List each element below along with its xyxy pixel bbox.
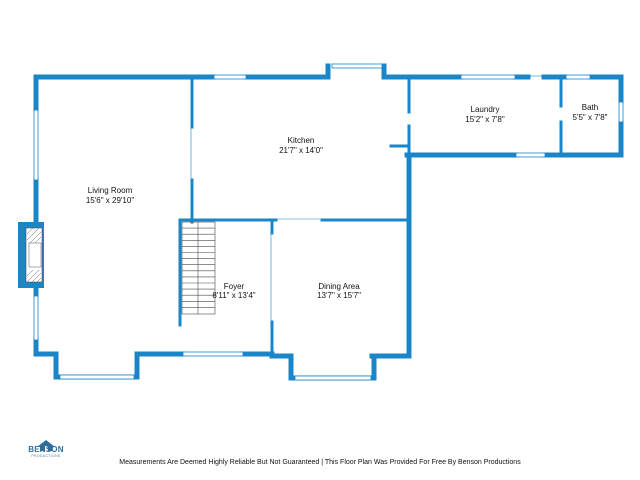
room-dimensions: 13'7" x 15'7" xyxy=(317,291,361,300)
window-kitchen-bump xyxy=(331,63,383,69)
window-foyer-door xyxy=(182,351,244,357)
fireplace-icon xyxy=(18,222,44,288)
room-name: Laundry xyxy=(471,105,500,114)
window-living-bay xyxy=(59,374,135,380)
windows xyxy=(33,63,624,381)
stairs-outline xyxy=(181,221,216,315)
room-laundry: Laundry 15'2" x 7'8" xyxy=(465,105,505,124)
openings xyxy=(190,75,544,322)
room-foyer: Foyer 8'11" x 13'4" xyxy=(212,282,255,300)
logo-name: BENSON xyxy=(28,445,64,454)
room-name: Foyer xyxy=(224,282,245,291)
walls xyxy=(33,63,624,381)
room-dimensions: 15'6" x 29'10" xyxy=(86,196,134,205)
fireplace-firebox xyxy=(28,242,42,268)
window-bath-right xyxy=(618,101,624,123)
benson-logo: BENSON PRODUCTIONS xyxy=(22,430,70,458)
window-laundry-bottom xyxy=(515,152,546,158)
window-living-left-top xyxy=(33,109,39,181)
footer-disclaimer: Measurements Are Deemed Highly Reliable … xyxy=(119,459,521,466)
room-dimensions: 15'2" x 7'8" xyxy=(465,115,505,124)
window-dining-bay xyxy=(294,375,372,381)
house-icon xyxy=(37,440,55,451)
window-bath-top xyxy=(565,74,591,80)
room-name: Bath xyxy=(582,103,598,112)
room-name: Living Room xyxy=(88,186,133,195)
room-name: Dining Area xyxy=(318,282,360,291)
room-dining: Dining Area 13'7" x 15'7" xyxy=(317,282,361,300)
room-dimensions: 5'5" x 7'8" xyxy=(573,113,608,122)
window-living-left-bottom xyxy=(33,295,39,341)
logo-subtitle: PRODUCTIONS xyxy=(31,454,61,458)
room-bath: Bath 5'5" x 7'8" xyxy=(573,103,608,122)
room-living: Living Room 15'6" x 29'10" xyxy=(86,186,134,205)
fireplace-hatch xyxy=(26,227,42,283)
room-name: Kitchen xyxy=(288,136,315,145)
window-kitchen-top xyxy=(213,74,247,80)
stairs-icon xyxy=(181,221,216,315)
room-kitchen: Kitchen 21'7" x 14'0" xyxy=(279,136,323,155)
room-dimensions: 21'7" x 14'0" xyxy=(279,146,323,155)
room-dimensions: 8'11" x 13'4" xyxy=(212,291,255,300)
window-laundry-top xyxy=(460,74,516,80)
